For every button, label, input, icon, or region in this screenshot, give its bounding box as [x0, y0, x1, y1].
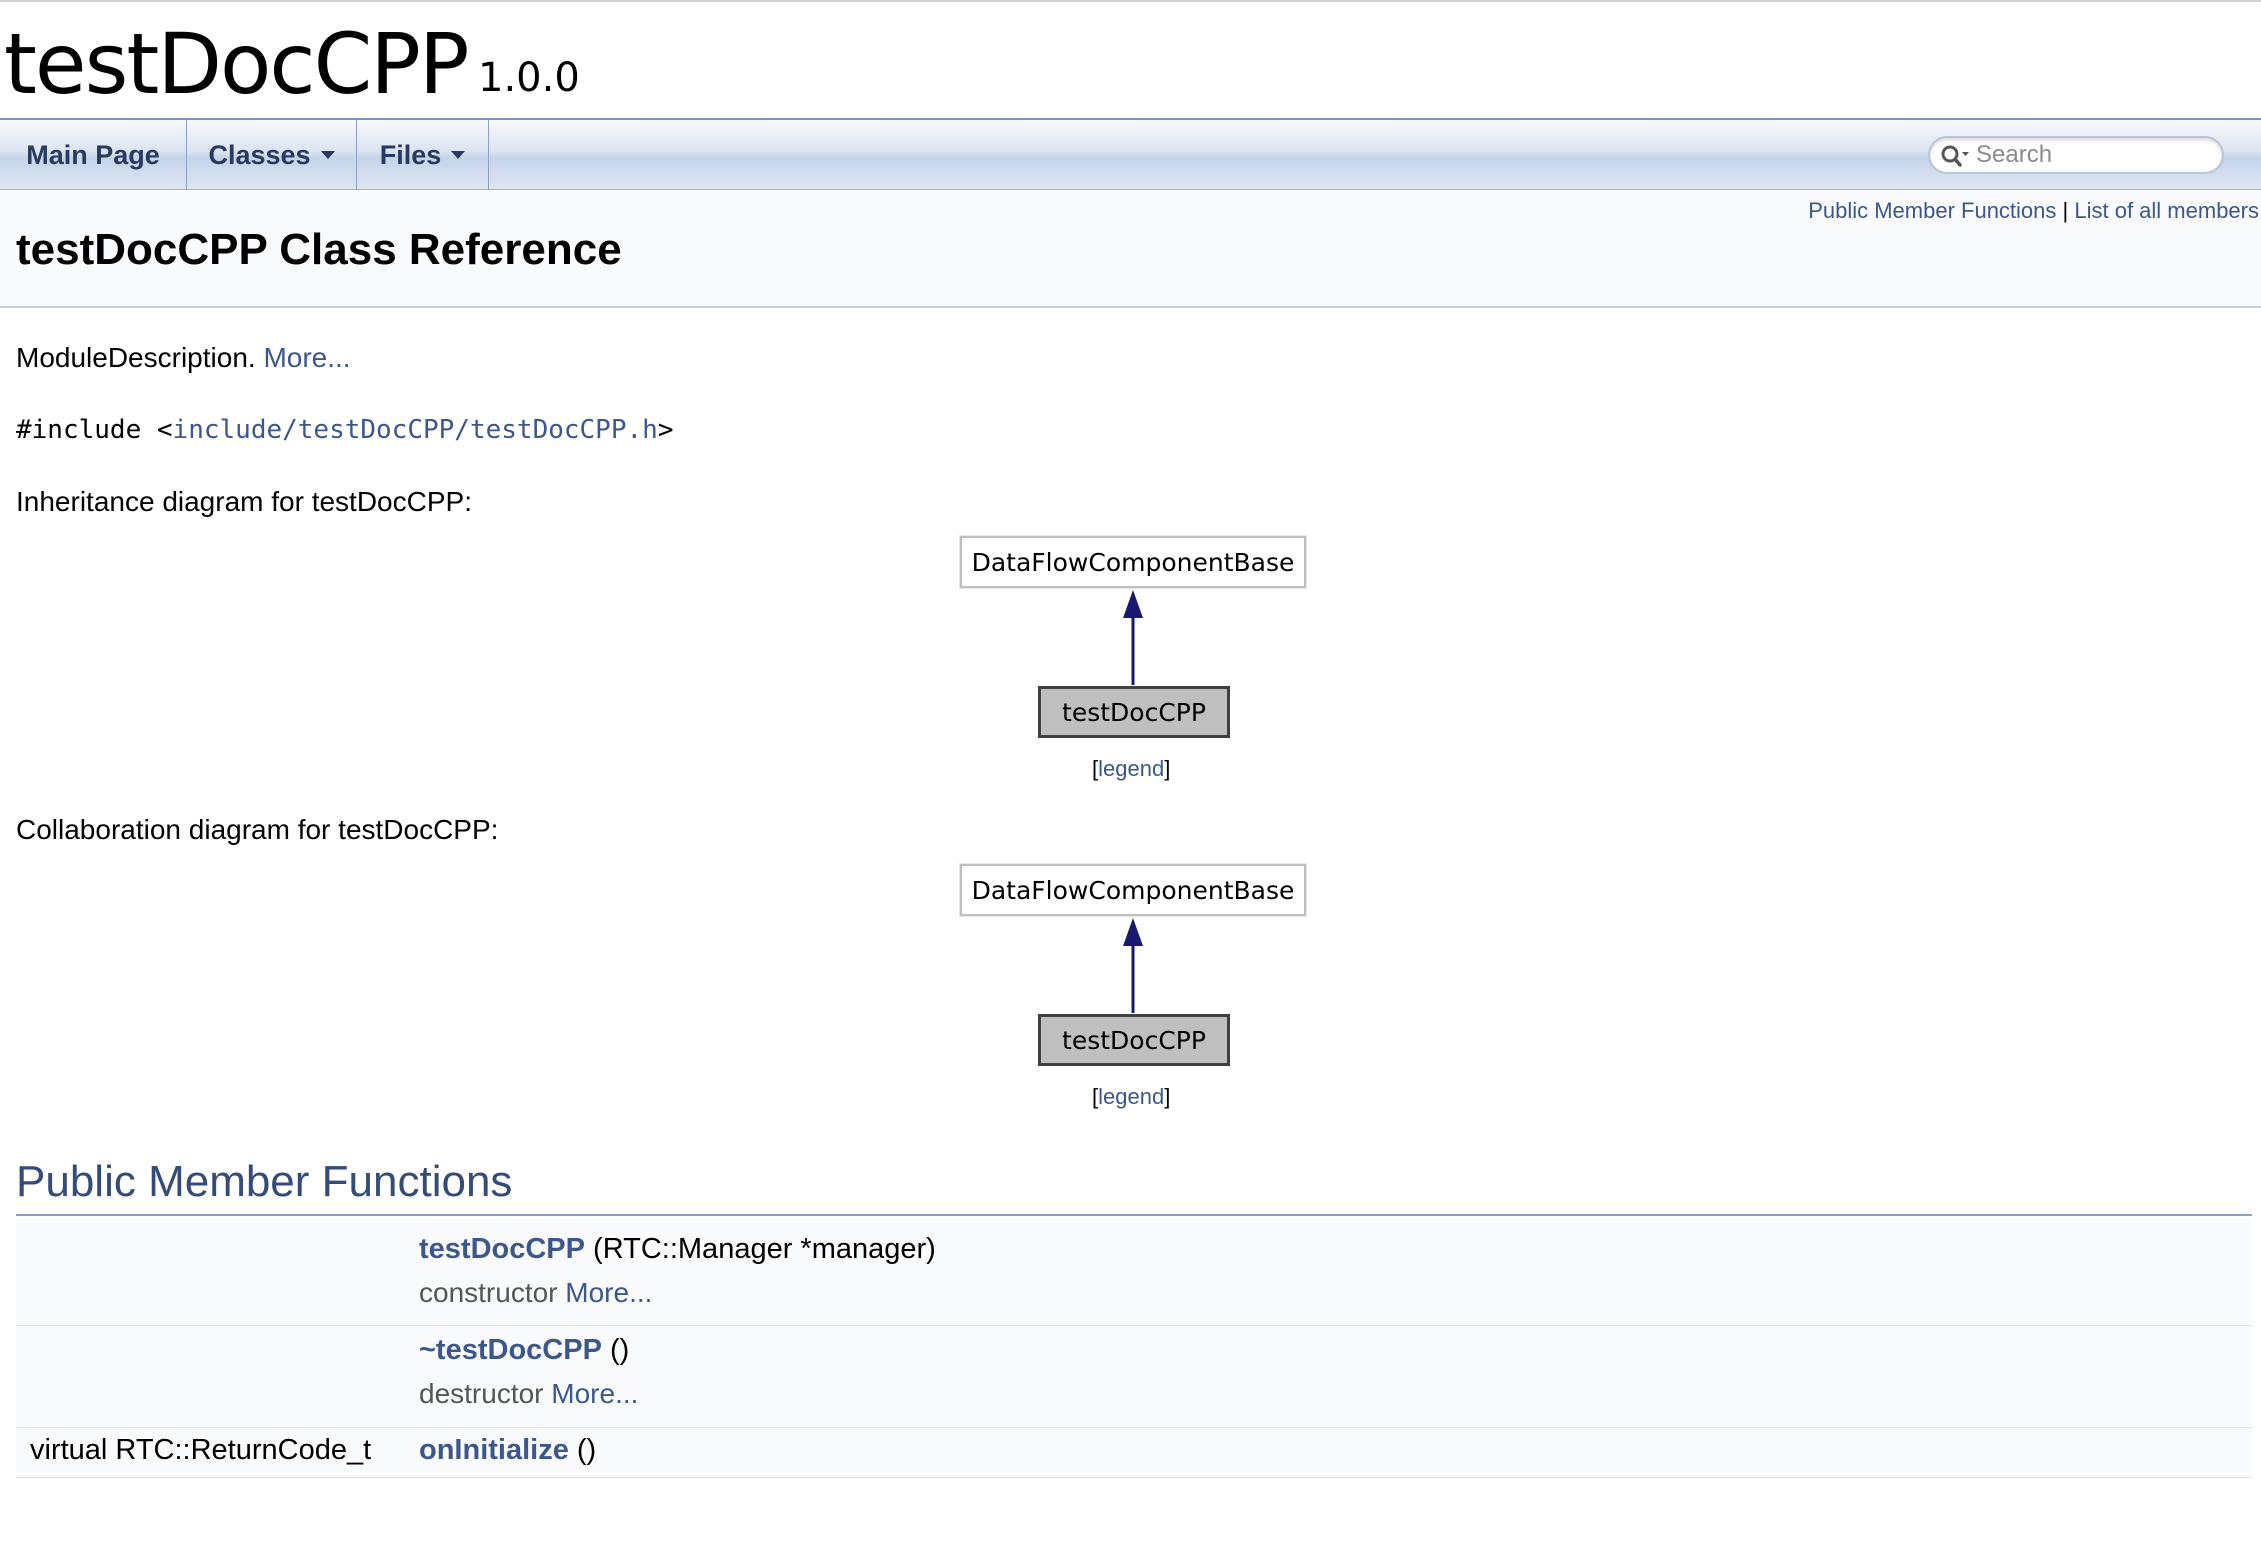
- tab-label: Main Page: [26, 139, 160, 170]
- summary-link-public-member-functions[interactable]: Public Member Functions: [1808, 198, 2057, 223]
- public-member-functions-heading: Public Member Functions: [16, 1152, 2252, 1216]
- project-name: testDocCPP: [4, 15, 470, 113]
- member-link-oninitialize[interactable]: onInitialize: [419, 1434, 569, 1466]
- tab-classes[interactable]: Classes: [187, 120, 357, 190]
- collaboration-node-base[interactable]: DataFlowComponentBase: [960, 864, 1306, 916]
- member-desc-text: constructor: [419, 1277, 566, 1308]
- brief-text: ModuleDescription.: [16, 342, 256, 373]
- inheritance-caption: Inheritance diagram for testDocCPP:: [16, 486, 472, 517]
- brief-description: ModuleDescription. More...: [16, 340, 351, 376]
- chevron-down-icon: [320, 151, 335, 159]
- member-row: testDocCPP (RTC::Manager *manager) const…: [16, 1218, 2252, 1326]
- page-title: testDocCPP Class Reference: [16, 225, 622, 274]
- member-signature: testDocCPP (RTC::Manager *manager): [419, 1233, 936, 1266]
- collaboration-node-current: testDocCPP: [1038, 1014, 1230, 1066]
- search-input[interactable]: [1976, 140, 2212, 170]
- tab-main-page[interactable]: Main Page: [0, 120, 187, 190]
- member-signature: onInitialize (): [419, 1434, 596, 1467]
- page-header: Public Member Functions | List of all me…: [0, 190, 2261, 308]
- member-type: virtual RTC::ReturnCode_t: [30, 1434, 372, 1466]
- member-more-link[interactable]: More...: [551, 1378, 639, 1409]
- collaboration-arrow: [1123, 918, 1143, 1013]
- member-declarations: testDocCPP (RTC::Manager *manager) const…: [16, 1218, 2252, 1478]
- include-close: >: [657, 415, 674, 445]
- title-area: testDocCPP 1.0.0: [0, 0, 2261, 118]
- member-link-constructor[interactable]: testDocCPP: [419, 1233, 585, 1265]
- collaboration-legend: [legend]: [1092, 1084, 1171, 1109]
- summary-separator: |: [2062, 198, 2069, 223]
- member-row: ~testDocCPP () destructor More...: [16, 1326, 2252, 1428]
- member-signature: ~testDocCPP (): [419, 1334, 629, 1367]
- inheritance-legend: [legend]: [1092, 756, 1171, 781]
- search-icon[interactable]: [1940, 144, 1970, 168]
- inheritance-node-base[interactable]: DataFlowComponentBase: [960, 536, 1306, 588]
- tab-label: Files: [379, 139, 442, 170]
- inheritance-arrow: [1123, 590, 1143, 685]
- summary-links: Public Member Functions | List of all me…: [1808, 198, 2259, 224]
- member-description: constructor More...: [419, 1277, 652, 1309]
- collaboration-caption: Collaboration diagram for testDocCPP:: [16, 814, 499, 845]
- member-args: (RTC::Manager *manager): [585, 1233, 936, 1265]
- search-box[interactable]: [1928, 136, 2224, 174]
- chevron-down-icon: [451, 151, 466, 159]
- project-number: 1.0.0: [478, 55, 580, 101]
- member-description: destructor More...: [419, 1378, 638, 1410]
- include-open: <: [156, 415, 173, 445]
- member-more-link[interactable]: More...: [565, 1277, 653, 1308]
- summary-link-list-of-all-members[interactable]: List of all members: [2074, 198, 2259, 223]
- member-args: (): [568, 1434, 597, 1466]
- member-link-destructor[interactable]: ~testDocCPP: [419, 1334, 602, 1366]
- include-prefix: #include: [16, 415, 157, 445]
- nav-bar: Main Page Classes Files: [0, 118, 2261, 190]
- inheritance-legend-link[interactable]: legend: [1098, 756, 1165, 781]
- inheritance-node-current: testDocCPP: [1038, 686, 1230, 738]
- brief-more-link[interactable]: More...: [263, 342, 351, 373]
- member-desc-text: destructor: [419, 1378, 552, 1409]
- member-row: virtual RTC::ReturnCode_t onInitialize (…: [16, 1428, 2252, 1478]
- tab-label: Classes: [208, 139, 311, 170]
- tab-files[interactable]: Files: [357, 120, 489, 190]
- include-path-link[interactable]: include/testDocCPP/testDocCPP.h: [172, 415, 658, 445]
- member-args: (): [601, 1334, 630, 1366]
- include-line: #include <include/testDocCPP/testDocCPP.…: [16, 412, 673, 448]
- collaboration-legend-link[interactable]: legend: [1098, 1084, 1165, 1109]
